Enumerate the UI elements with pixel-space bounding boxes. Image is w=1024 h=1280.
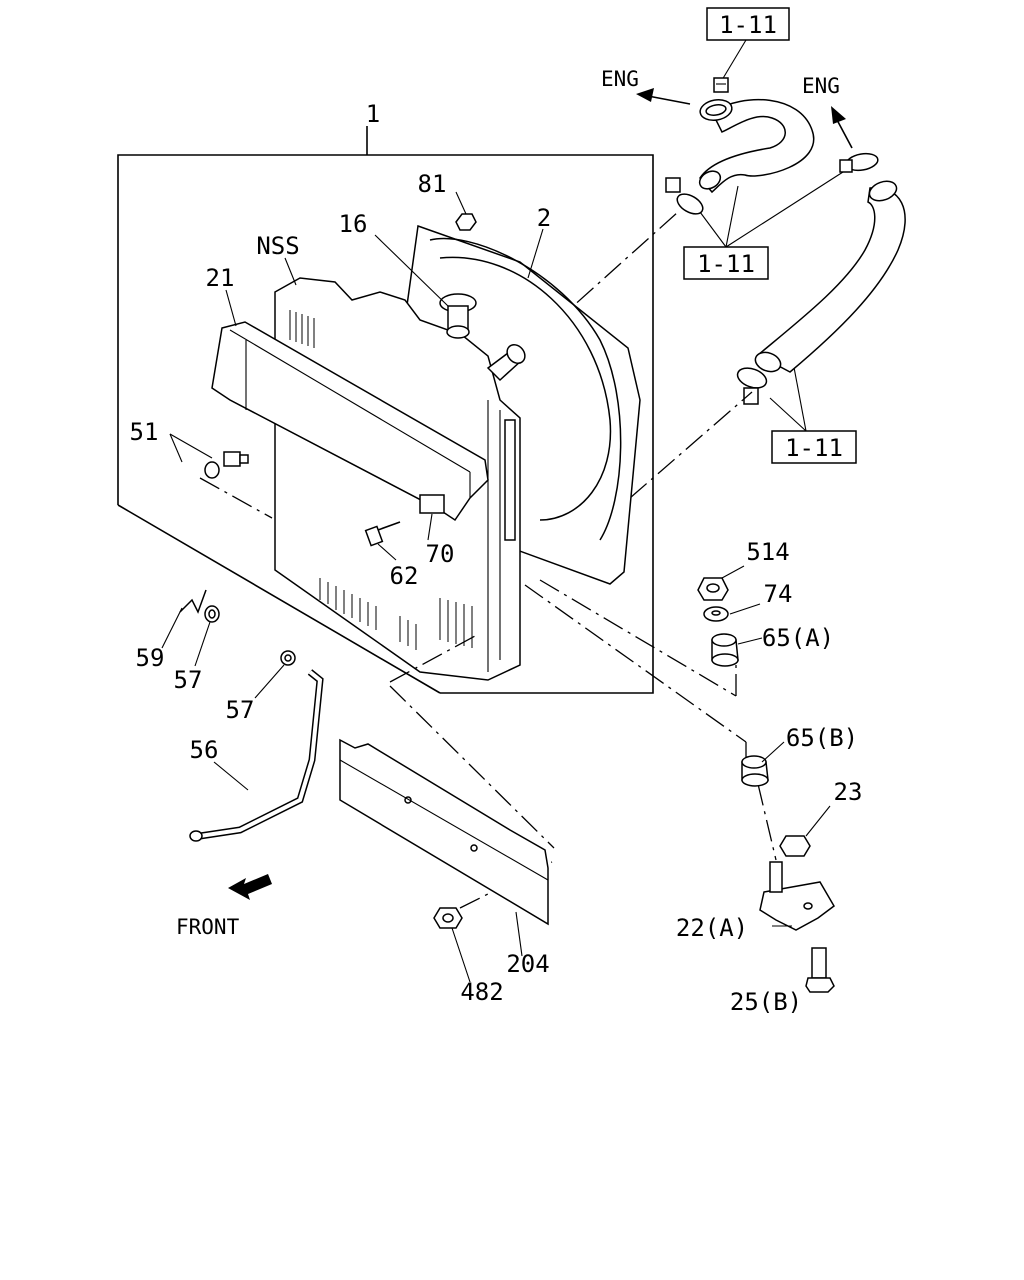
callout-labels: 1 2 16 81 NSS 21 51 70 62 59 57 57 56 51… (130, 100, 863, 1016)
bolt-62[interactable] (364, 521, 401, 547)
callout-70: 70 (426, 540, 455, 568)
callout-1: 1 (366, 100, 380, 128)
eng-label-1: ENG (601, 67, 639, 91)
washer-74[interactable] (703, 606, 729, 622)
ref-box-middle[interactable]: 1-11 (683, 246, 769, 280)
ref-box-lower[interactable]: 1-11 (771, 430, 857, 464)
nut-482[interactable] (433, 907, 463, 929)
ref-box-top-label: 1-11 (719, 11, 777, 39)
callout-leaders (161, 191, 831, 983)
callout-57-lower: 57 (226, 696, 255, 724)
callout-23: 23 (834, 778, 863, 806)
bracket-70[interactable] (419, 494, 445, 514)
bolt-25b[interactable] (805, 947, 835, 993)
bracket-22a[interactable] (759, 861, 835, 931)
upper-outlet-pipe[interactable] (486, 341, 529, 382)
air-guide[interactable] (211, 321, 489, 522)
eng-arrow-left: ENG (601, 67, 691, 105)
hose-clamp-right[interactable] (839, 151, 879, 173)
callout-56: 56 (190, 736, 219, 764)
eng-arrow-right: ENG (802, 74, 853, 149)
assembly-outline (117, 126, 654, 694)
lower-cover-204[interactable] (339, 738, 549, 926)
callout-22a: 22(A) (676, 914, 748, 942)
hose-clamp-left[interactable] (665, 177, 706, 218)
rubber-mount-65a[interactable] (711, 633, 739, 667)
callout-514: 514 (746, 538, 789, 566)
radiator-core-fins (289, 310, 473, 650)
hose-clamp-lower[interactable] (735, 364, 769, 405)
ref-box-top[interactable]: 1-11 (706, 7, 790, 41)
callout-57-upper: 57 (174, 666, 203, 694)
front-arrow: FRONT (176, 874, 272, 939)
drain-plug-51[interactable] (204, 451, 249, 479)
callout-482: 482 (460, 978, 503, 1006)
bolt-81[interactable] (455, 213, 477, 231)
callout-204: 204 (506, 950, 549, 978)
nut-23[interactable] (779, 835, 811, 857)
hose-clamp-top[interactable] (713, 77, 729, 93)
ref-leaders (699, 39, 844, 432)
callout-81: 81 (418, 170, 447, 198)
clip-59[interactable] (179, 589, 207, 614)
callout-59: 59 (136, 644, 165, 672)
callout-74: 74 (764, 580, 793, 608)
callout-nss: NSS (256, 232, 299, 260)
upper-hose[interactable] (696, 97, 815, 194)
drain-tube-56[interactable] (189, 669, 324, 842)
callout-2: 2 (537, 204, 551, 232)
nut-514[interactable] (697, 577, 729, 601)
callout-65b: 65(B) (786, 724, 858, 752)
callout-62: 62 (390, 562, 419, 590)
ref-box-middle-label: 1-11 (697, 250, 755, 278)
washer-57-upper[interactable] (204, 605, 220, 623)
rubber-mount-65b[interactable] (741, 755, 769, 787)
ref-box-lower-label: 1-11 (785, 434, 843, 462)
callout-25b: 25(B) (730, 988, 802, 1016)
front-label: FRONT (176, 915, 240, 939)
radiator-cap[interactable] (439, 293, 477, 339)
lower-hose[interactable] (753, 178, 906, 375)
callout-65a: 65(A) (762, 624, 834, 652)
callout-51: 51 (130, 418, 159, 446)
eng-label-2: ENG (802, 74, 840, 98)
callout-21: 21 (206, 264, 235, 292)
washer-57-lower[interactable] (280, 650, 296, 666)
callout-16: 16 (339, 210, 368, 238)
